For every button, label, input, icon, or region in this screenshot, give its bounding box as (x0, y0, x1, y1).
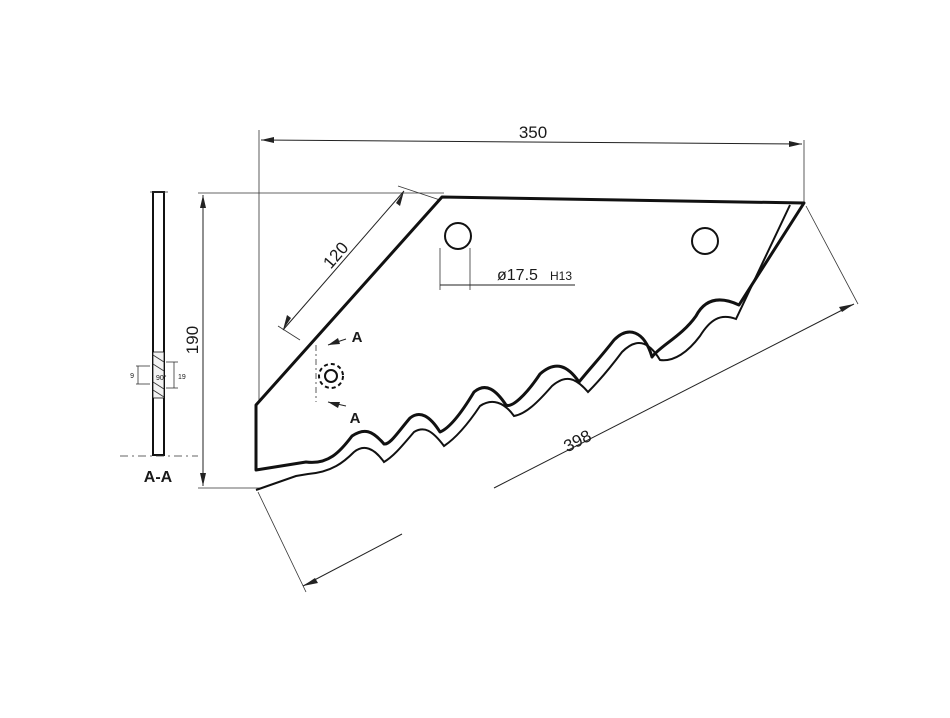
section-mark-bottom: A (350, 410, 361, 427)
width-arrow-left (261, 137, 274, 143)
diag-arrow-left (303, 578, 318, 586)
side-profile: 9 19 90° A-A (120, 191, 198, 486)
width-dim-line (260, 139, 803, 145)
edge-dim-text: 120 (319, 238, 352, 272)
countersink-region (152, 351, 165, 399)
height-dim-text: 190 (183, 326, 202, 354)
edge-dimension: 120 (277, 185, 441, 341)
edge-arrow-bottom (283, 315, 291, 330)
diagonal-dimension: 398 (257, 205, 859, 593)
dim-9-text: 9 (130, 373, 134, 380)
diag-ext-left (257, 491, 307, 593)
width-dimension: 350 (258, 123, 805, 400)
section-hatching (152, 354, 165, 398)
blade-thickness-outline (152, 191, 165, 456)
blade-bevel-edge (255, 204, 791, 491)
section-label: A-A (144, 469, 173, 486)
angle-90-text: 90° (156, 374, 167, 382)
height-arrow-bottom (200, 473, 206, 486)
hole-diameter-text: ø17.5 (497, 267, 538, 284)
diag-arrow-right (839, 304, 854, 312)
edge-ext-top (397, 185, 441, 201)
width-dim-text: 350 (519, 123, 547, 142)
edge-dim-line (282, 190, 405, 331)
section-arrow-bottom-head (328, 402, 340, 408)
section-marker: A A (315, 329, 363, 427)
hole-diameter-dimension: ø17.5 H13 (439, 248, 575, 290)
width-arrow-right (789, 141, 802, 147)
edge-ext-bottom (277, 325, 301, 341)
diag-dim-line-lower (302, 533, 403, 587)
section-mark-top: A (352, 329, 363, 346)
hole-tolerance-text: H13 (550, 269, 572, 283)
edge-arrow-top (396, 191, 404, 206)
diag-ext-right (805, 205, 859, 305)
hole-right (691, 227, 719, 255)
countersink-outline (318, 363, 344, 389)
section-arrow-top-head (328, 338, 340, 345)
blade-outline (254, 195, 806, 491)
holes (318, 222, 719, 389)
diag-dim-line-upper (493, 303, 855, 489)
countersunk-hole (324, 369, 338, 383)
dim-19-text: 19 (178, 374, 186, 381)
height-arrow-top (200, 195, 206, 208)
hole-left (444, 222, 472, 250)
blade-profile (254, 195, 806, 472)
